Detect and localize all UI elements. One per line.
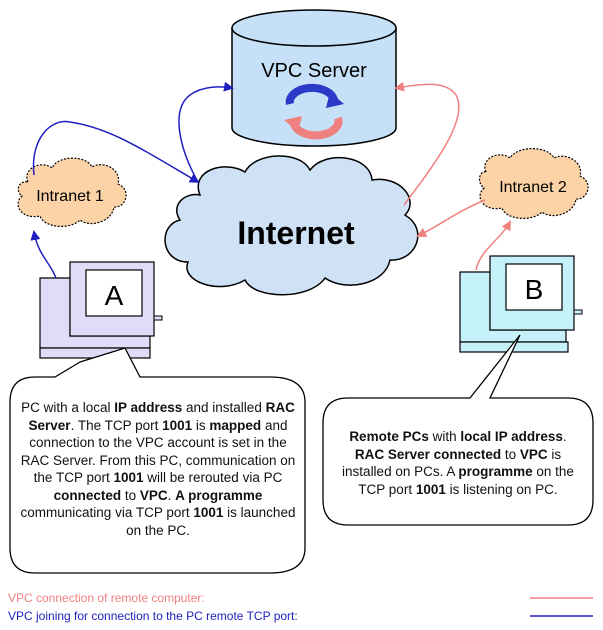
callout-b-bubble — [322, 334, 594, 526]
remote-connection-path — [394, 81, 511, 271]
intranet-2-label: Intranet 2 — [499, 179, 567, 196]
pc-b-computer — [459, 255, 583, 353]
intranet-1-label: Intranet 1 — [36, 188, 104, 205]
callout-a-text: PC with a local IP address and installed… — [20, 400, 296, 538]
pc-b-label: B — [525, 274, 544, 305]
callout-b-text: Remote PCs with local IP address.RAC Ser… — [342, 429, 574, 497]
sync-icon — [284, 83, 344, 140]
intranet-1-cloud — [17, 157, 127, 227]
pc-a-computer — [39, 261, 163, 359]
internet-label: Internet — [237, 215, 355, 251]
joining-connection-path — [30, 81, 234, 279]
vpc-server-label: VPC Server — [261, 60, 367, 82]
legend-joining-label: VPC joining for connection to the PC rem… — [8, 609, 298, 623]
callout-a-bubble — [9, 347, 306, 574]
pc-a-label: A — [105, 280, 124, 311]
intranet-2-cloud — [478, 148, 589, 219]
legend-remote-label: VPC connection of remote computer: — [8, 591, 205, 605]
internet-cloud — [164, 155, 419, 296]
